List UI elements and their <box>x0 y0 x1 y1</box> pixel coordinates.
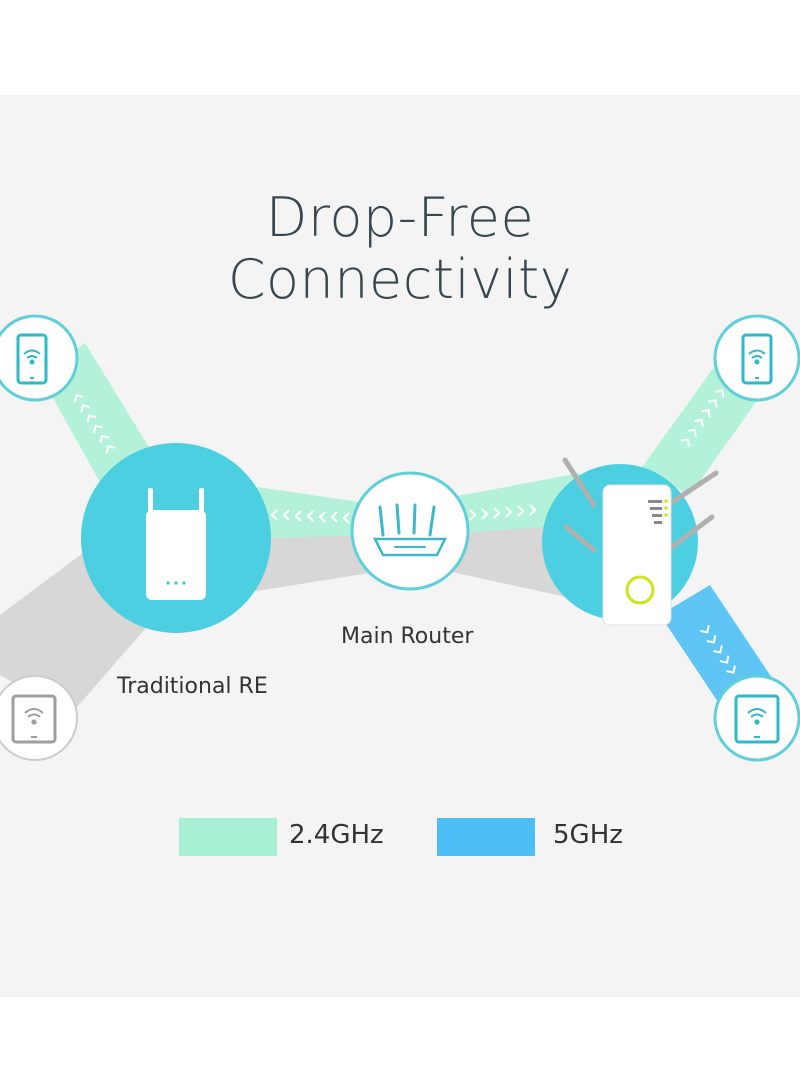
wifi-icon <box>24 708 44 725</box>
network-diagram <box>0 314 800 762</box>
wifi-icon <box>748 349 766 365</box>
range-extender-icon <box>146 488 206 600</box>
router-icon <box>372 503 448 557</box>
traditional-re-label: Traditional RE <box>117 674 268 699</box>
wifi-icon <box>747 708 767 725</box>
device-left-tablet <box>0 675 78 761</box>
title-line-2: Connectivity <box>227 248 573 311</box>
diagram-panel: Drop-Free Connectivity Main Router Tradi… <box>0 95 800 997</box>
legend-swatch-24ghz <box>179 818 277 856</box>
device-right-phone <box>713 314 800 402</box>
main-router-node <box>350 471 470 591</box>
device-right-tablet <box>713 674 800 762</box>
traditional-re-node <box>81 443 271 633</box>
title-line-1: Drop-Free <box>265 186 535 249</box>
wifi-icon <box>23 349 41 365</box>
phone-icon <box>741 333 773 385</box>
tablet-icon <box>11 694 57 744</box>
range-extender-icon <box>562 457 719 626</box>
legend-swatch-5ghz <box>437 818 535 856</box>
phone-icon <box>16 333 48 385</box>
main-router-label: Main Router <box>341 624 474 649</box>
legend-label-5ghz: 5GHz <box>553 820 623 850</box>
device-left-phone <box>0 314 79 402</box>
legend-label-24ghz: 2.4GHz <box>289 820 384 850</box>
range-extender-node <box>542 457 719 626</box>
page-title: Drop-Free Connectivity <box>0 187 800 311</box>
tablet-icon <box>734 694 780 744</box>
